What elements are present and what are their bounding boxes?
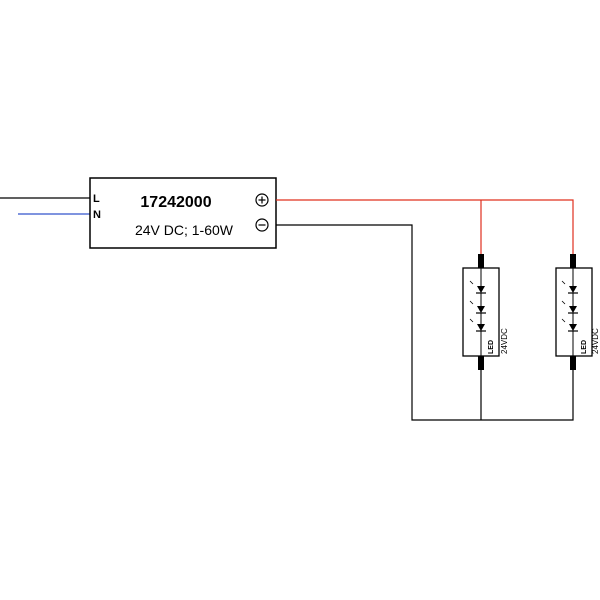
terminal-label-l: L — [93, 193, 100, 205]
led-diode-icon — [469, 318, 486, 332]
led-module-label: LED — [488, 340, 495, 354]
led-diode-icon — [469, 300, 486, 314]
minus-terminal-icon — [255, 218, 269, 232]
led-module-voltage: 24VDC — [591, 328, 600, 354]
plus-terminal-icon — [255, 193, 269, 207]
driver-box — [89, 177, 277, 249]
terminal-label-n: N — [93, 209, 101, 221]
negative-output-wire — [276, 224, 574, 421]
driver-rating: 24V DC; 1-60W — [135, 222, 234, 238]
positive-output-wire — [276, 199, 574, 268]
led-diode-icon — [561, 300, 578, 314]
led-diode-icon — [561, 318, 578, 332]
led-diode-icon — [561, 280, 578, 294]
led-module-label: LED — [581, 340, 588, 354]
led-module-voltage: 24VDC — [500, 328, 509, 354]
led-module-2: LED 24VDC — [555, 254, 600, 370]
led-diode-icon — [469, 280, 486, 294]
led-module-1: LED 24VDC — [462, 254, 509, 370]
driver-part-number: 17242000 — [140, 194, 211, 211]
